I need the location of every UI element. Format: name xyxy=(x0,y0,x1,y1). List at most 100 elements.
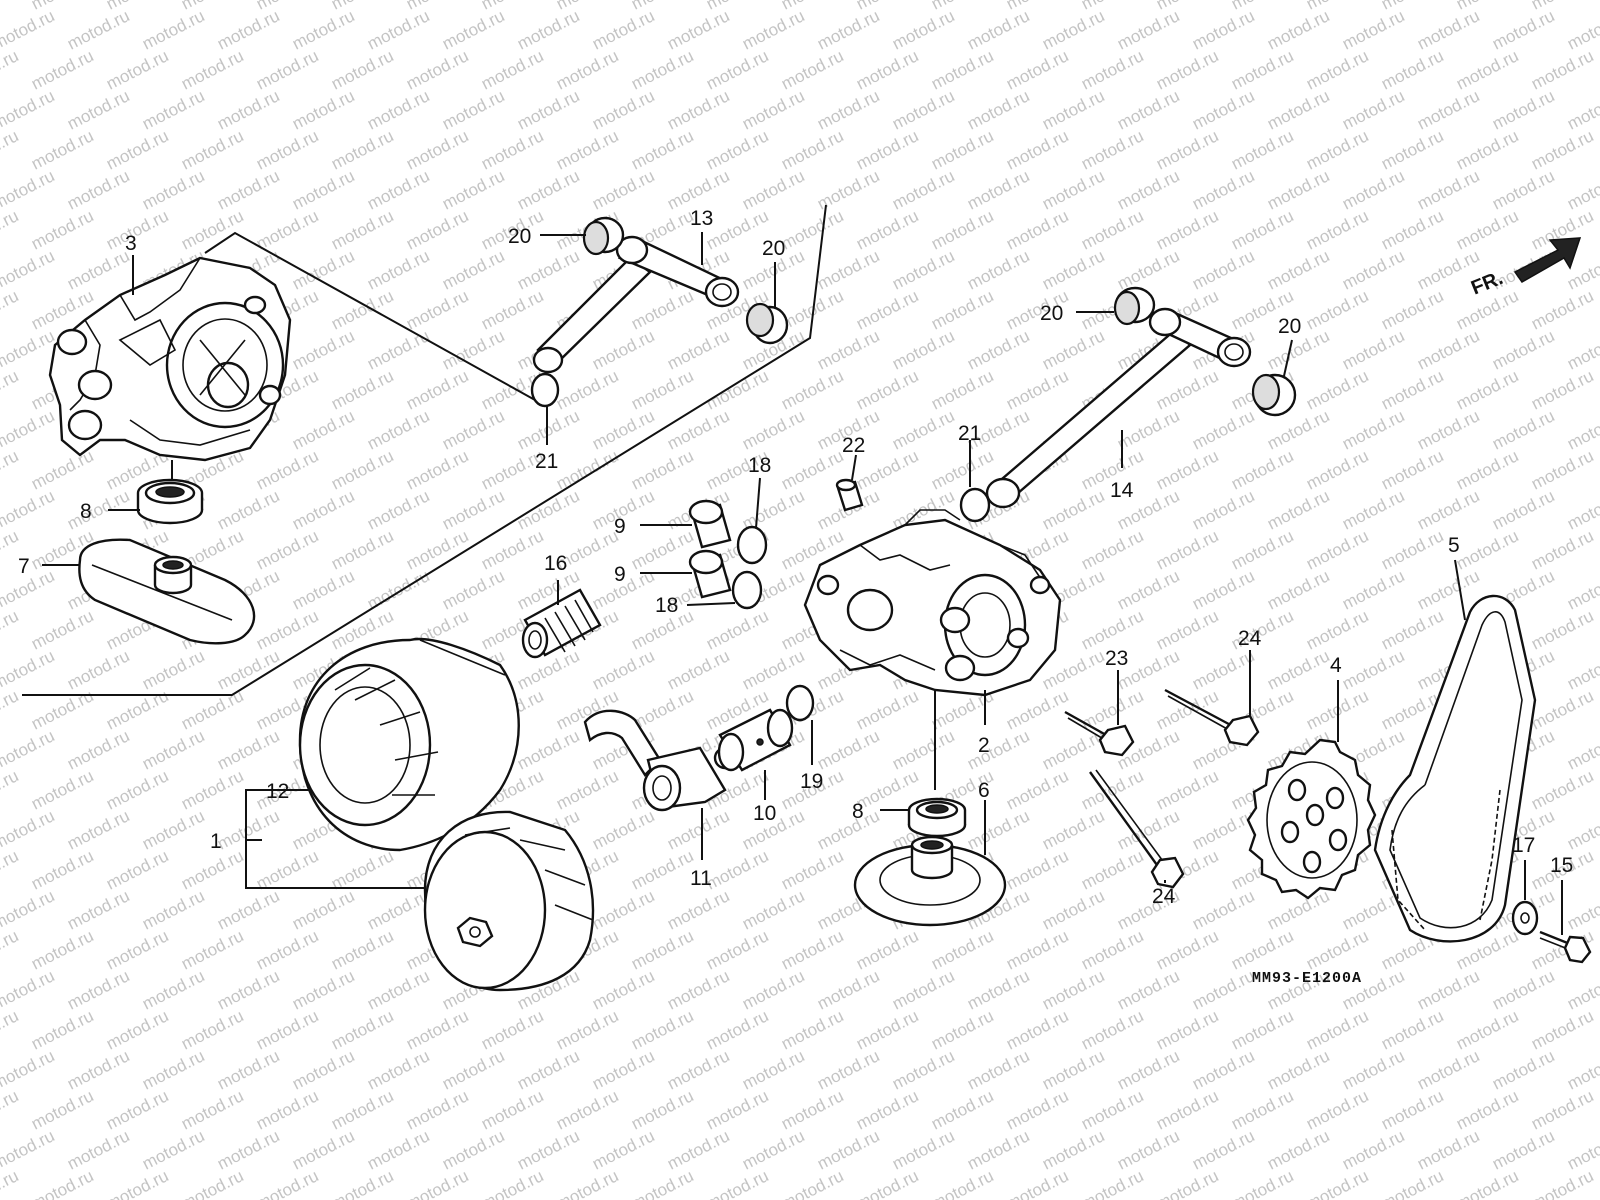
watermark-text: motod.ru xyxy=(1114,566,1182,613)
watermark-text: motod.ru xyxy=(328,1166,396,1200)
watermark-text: motod.ru xyxy=(214,1126,282,1173)
oil-filter-cartridge xyxy=(298,637,520,852)
watermark-text: motod.ru xyxy=(964,806,1032,853)
watermark-text: motod.ru xyxy=(1114,806,1182,853)
watermark-text: motod.ru xyxy=(1528,366,1596,413)
watermark-text: motod.ru xyxy=(1489,1126,1557,1173)
watermark-text: motod.ru xyxy=(703,46,771,93)
watermark-text: motod.ru xyxy=(253,846,321,893)
watermark-text: motod.ru xyxy=(778,926,846,973)
watermark-text: motod.ru xyxy=(739,1126,807,1173)
watermark-text: motod.ru xyxy=(1528,126,1596,173)
watermark-text: motod.ru xyxy=(439,86,507,133)
watermark-text: motod.ru xyxy=(253,1086,321,1133)
oil-pipe-lower xyxy=(985,307,1252,509)
watermark-text: motod.ru xyxy=(139,6,207,53)
watermark-text: motod.ru xyxy=(664,1126,732,1173)
watermark-text: motod.ru xyxy=(103,766,171,813)
watermark-text: motod.ru xyxy=(889,86,957,133)
watermark-text: motod.ru xyxy=(1153,686,1221,733)
watermark-text: motod.ru xyxy=(64,166,132,213)
drive-chain xyxy=(1373,594,1537,943)
callout-3: 3 xyxy=(125,232,137,255)
watermark-text: motod.ru xyxy=(514,1126,582,1173)
watermark-text: motod.ru xyxy=(0,206,22,253)
watermark-text: motod.ru xyxy=(289,326,357,373)
watermark-text: motod.ru xyxy=(214,1046,282,1093)
watermark-text: motod.ru xyxy=(1039,806,1107,853)
watermark-text: motod.ru xyxy=(628,846,696,893)
watermark-text: motod.ru xyxy=(403,1166,471,1200)
watermark-text: motod.ru xyxy=(28,446,96,493)
watermark-text: motod.ru xyxy=(1039,966,1107,1013)
watermark-text: motod.ru xyxy=(178,766,246,813)
callout-14: 14 xyxy=(1110,479,1134,502)
callout-20: 20 xyxy=(762,237,785,260)
watermark-text: motod.ru xyxy=(1378,126,1446,173)
watermark-text: motod.ru xyxy=(514,166,582,213)
watermark-text: motod.ru xyxy=(778,846,846,893)
watermark-text: motod.ru xyxy=(328,366,396,413)
watermark-text: motod.ru xyxy=(64,86,132,133)
oil-seal-lower xyxy=(907,797,967,838)
watermark-text: motod.ru xyxy=(1153,126,1221,173)
watermark-text: motod.ru xyxy=(1453,1006,1521,1053)
callout-11: 11 xyxy=(690,867,712,890)
watermark-text: motod.ru xyxy=(403,1086,471,1133)
watermark-text: motod.ru xyxy=(0,446,22,493)
watermark-text: motod.ru xyxy=(739,966,807,1013)
watermark-text: motod.ru xyxy=(28,126,96,173)
watermark-text: motod.ru xyxy=(1453,1166,1521,1200)
watermark-text: motod.ru xyxy=(853,46,921,93)
watermark-text: motod.ru xyxy=(589,326,657,373)
watermark-text: motod.ru xyxy=(778,1006,846,1053)
watermark-text: motod.ru xyxy=(964,966,1032,1013)
watermark-text: motod.ru xyxy=(889,246,957,293)
watermark-text: motod.ru xyxy=(1228,446,1296,493)
watermark-text: motod.ru xyxy=(289,1126,357,1173)
watermark-text: motod.ru xyxy=(628,46,696,93)
front-arrow-icon xyxy=(1513,237,1582,283)
watermark-text: motod.ru xyxy=(328,1086,396,1133)
diagram-code: MM93-E1200A xyxy=(1252,970,1362,987)
o-ring-18-a xyxy=(736,525,768,565)
watermark-text: motod.ru xyxy=(403,446,471,493)
callout-13: 13 xyxy=(690,207,713,230)
watermark-text: motod.ru xyxy=(139,806,207,853)
watermark-text: motod.ru xyxy=(0,166,58,213)
watermark-text: motod.ru xyxy=(1303,206,1371,253)
watermark-text: motod.ru xyxy=(514,86,582,133)
watermark-text: motod.ru xyxy=(1189,566,1257,613)
watermark-text: motod.ru xyxy=(553,766,621,813)
watermark-text: motod.ru xyxy=(1189,1046,1257,1093)
dowel-collar-9-a xyxy=(688,499,732,549)
watermark-text: motod.ru xyxy=(664,406,732,453)
watermark-text: motod.ru xyxy=(1114,246,1182,293)
watermark-text: motod.ru xyxy=(1153,206,1221,253)
watermark-text: motod.ru xyxy=(64,246,132,293)
watermark-text: motod.ru xyxy=(28,606,96,653)
watermark-text: motod.ru xyxy=(1153,1006,1221,1053)
watermark-text: motod.ru xyxy=(439,246,507,293)
bolt-15 xyxy=(1539,930,1592,964)
watermark-text: motod.ru xyxy=(1003,926,1071,973)
watermark-text: motod.ru xyxy=(0,126,22,173)
watermark-text: motod.ru xyxy=(1453,1086,1521,1133)
callout-16: 16 xyxy=(544,552,567,575)
watermark-text: motod.ru xyxy=(1078,1086,1146,1133)
watermark-text: motod.ru xyxy=(514,726,582,773)
watermark-text: motod.ru xyxy=(1189,1126,1257,1173)
watermark-text: motod.ru xyxy=(628,366,696,413)
watermark-text: motod.ru xyxy=(1114,86,1182,133)
callout-1: 1 xyxy=(210,830,222,853)
watermark-text: motod.ru xyxy=(0,46,22,93)
watermark-text: motod.ru xyxy=(928,1166,996,1200)
watermark-text: motod.ru xyxy=(1228,126,1296,173)
watermark-text: motod.ru xyxy=(664,86,732,133)
oil-strainer-lower xyxy=(853,835,1007,927)
grommet-20-d xyxy=(1251,373,1297,417)
watermark-text: motod.ru xyxy=(1564,166,1600,213)
watermark-text: motod.ru xyxy=(1078,926,1146,973)
watermark-text: motod.ru xyxy=(1264,1126,1332,1173)
watermark-text: motod.ru xyxy=(0,966,58,1013)
